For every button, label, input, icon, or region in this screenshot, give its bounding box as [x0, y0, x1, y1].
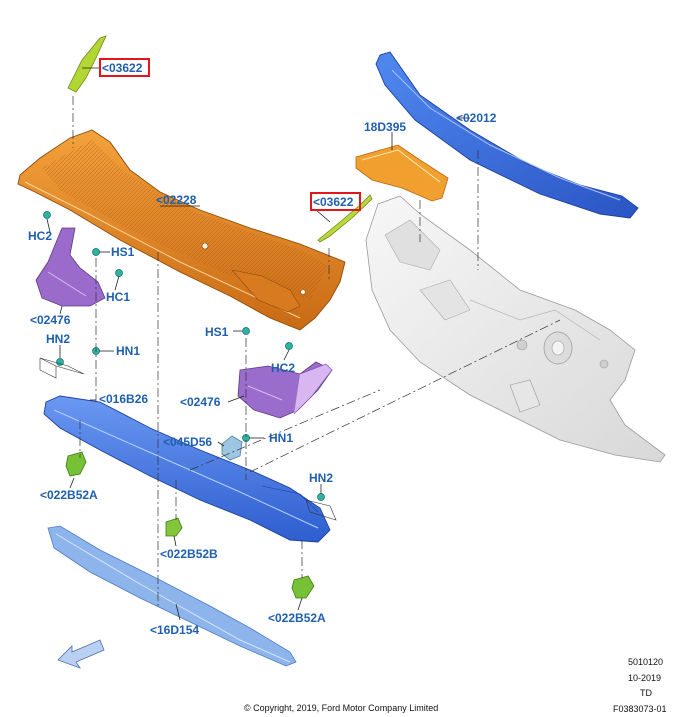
crossmember: [43, 395, 331, 543]
hatch-box-left: [39, 357, 85, 379]
label-clip-022b52b: <022B52B: [160, 547, 218, 561]
label-clip-022b52a-left: <022B52A: [40, 488, 98, 502]
fastener-hs1-left: [92, 248, 100, 256]
seal-strip: [47, 525, 297, 667]
meta-date: 10-2019: [628, 673, 661, 683]
label-part-045d56: <045D56: [163, 435, 212, 449]
label-hc1: HC1: [106, 290, 130, 304]
clip-022b52a-right: [291, 575, 315, 599]
fastener-hc2-left: [43, 211, 51, 219]
highlight-box-right: [310, 192, 361, 211]
bracket-18d395: [355, 144, 449, 202]
alignment-lines: [72, 96, 561, 606]
clip-022b52b: [165, 517, 183, 537]
label-bracket-left: <02476: [30, 313, 71, 327]
label-hs1-right: HS1: [205, 325, 229, 339]
bracket-right: [237, 361, 333, 419]
label-clip-022b52a-right: <022B52A: [268, 611, 326, 625]
label-hs1-left: HS1: [111, 245, 135, 259]
cowl-extension-right: [317, 194, 373, 243]
label-hn1-left: HN1: [116, 344, 140, 358]
cowl-extension-top: [67, 35, 107, 93]
highlight-box-top: [99, 58, 150, 77]
label-hn1-right: HN1: [269, 431, 293, 445]
label-bracket-18d395: 18D395: [364, 120, 406, 134]
label-cowl-top-strip: <02012: [456, 111, 497, 125]
label-hc2-right: HC2: [271, 361, 295, 375]
fastener-hc2-right: [285, 342, 293, 350]
meta-code: 5010120: [628, 657, 663, 667]
meta-copyright: © Copyright, 2019, Ford Motor Company Li…: [244, 703, 438, 713]
label-crossmember: <016B26: [99, 392, 148, 406]
bracket-left: [35, 227, 106, 307]
label-seal-strip: <16D154: [150, 623, 199, 637]
leader-lines: [46, 67, 470, 621]
fastener-hn2-right: [317, 493, 325, 501]
label-cowl-extension-right: <03622: [313, 195, 354, 209]
label-bracket-right: <02476: [180, 395, 221, 409]
front-direction-arrow-icon: [57, 639, 105, 669]
label-hc2-left: HC2: [28, 229, 52, 243]
fastener-hs1-right: [242, 327, 250, 335]
cowl-top-strip: [375, 51, 639, 219]
clip-022b52a-left: [65, 451, 87, 477]
meta-figure: F0383073-01: [613, 704, 667, 714]
label-cowl-panel: <02228: [156, 193, 197, 207]
label-cowl-extension-top: <03622: [102, 61, 143, 75]
label-hn2-left: HN2: [46, 332, 70, 346]
label-hn2-right: HN2: [309, 471, 333, 485]
dash-panel-body: [365, 195, 666, 463]
part-045d56: [221, 435, 243, 461]
fastener-hn2-left: [56, 358, 64, 366]
fastener-hc1: [115, 269, 123, 277]
meta-initials: TD: [640, 688, 652, 698]
cowl-panel: [17, 129, 346, 331]
hatch-box-right: [305, 499, 337, 521]
